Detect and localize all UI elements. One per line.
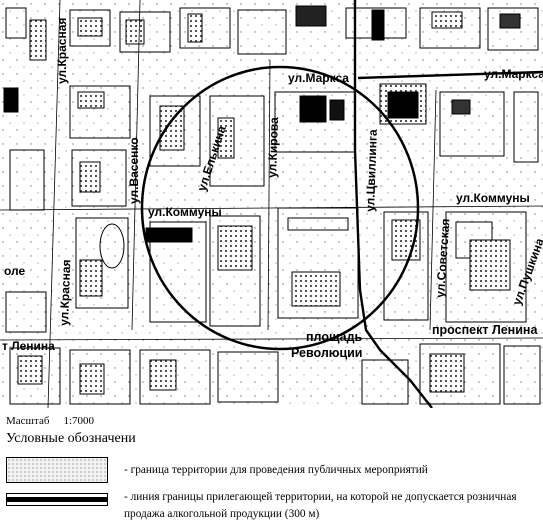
legend-swatch-boundary-line: [6, 493, 108, 506]
label-revolyutsii: Революции: [291, 346, 363, 360]
scale-value: 1:7000: [63, 415, 94, 427]
label-lenina-west: т Ленина: [2, 339, 55, 353]
legend-text-boundary-line-2: продажа алкогольной продукции (300 м): [124, 508, 320, 520]
map-scale: Масштаб 1:7000: [6, 415, 94, 427]
label-krasnaya-south: ул.Красная: [57, 259, 73, 326]
label-kirova: ул.Кирова: [265, 117, 281, 179]
label-ole-fragment: оле: [4, 264, 25, 278]
label-marksa-east: ул.Маркса: [484, 67, 543, 81]
building-blocks: [3, 5, 541, 405]
legend-text-public-events-area: - граница территории для проведения публ…: [124, 464, 428, 476]
legend-title: Условные обозначени: [6, 431, 136, 446]
label-sovetskaya: ул.Советская: [433, 218, 452, 298]
legend-text-boundary-line-1: - линия границы прилегающей территории, …: [124, 491, 517, 503]
boundary-circle-300m: [140, 65, 420, 351]
scale-label: Масштаб: [6, 415, 50, 427]
label-tsvillinga: ул.Цвиллинга: [363, 129, 380, 212]
label-lenina-prospect: проспект Ленина: [432, 323, 538, 337]
legend-text-boundary-line: - линия границы прилегающей территории, …: [124, 489, 517, 523]
label-kommuny-east: ул.Коммуны: [456, 191, 530, 205]
label-ploshchad: площадь: [306, 330, 363, 344]
legend-swatch-public-events-area: [6, 457, 108, 483]
label-vasenko: ул.Васенко: [127, 137, 141, 204]
map-image: ул.Красная ул.Маркса ул.Маркса ул.Васенк…: [0, 0, 543, 408]
label-marksa: ул.Маркса: [288, 71, 349, 85]
label-kommuny-west: ул.Коммуны: [148, 205, 222, 219]
street-lines: [0, 0, 543, 408]
label-krasnaya-north: ул.Красная: [55, 18, 69, 84]
